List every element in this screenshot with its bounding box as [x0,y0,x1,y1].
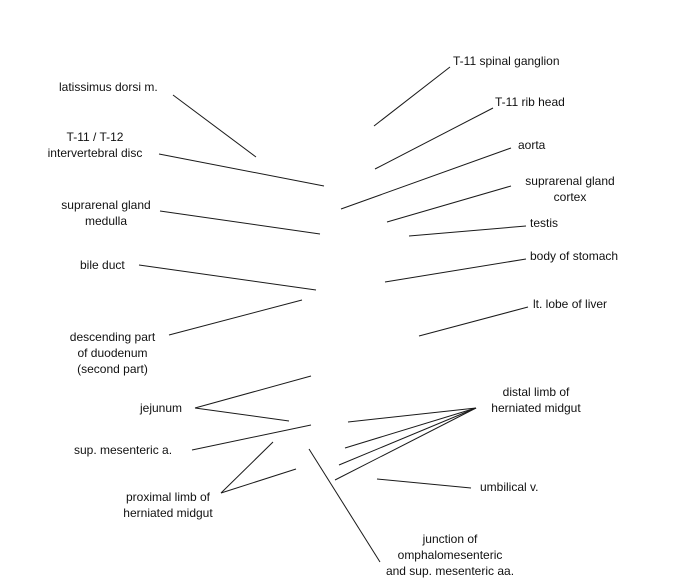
leader-distal-limb-3 [338,407,477,466]
label-t11-rib-head: T-11 rib head [495,95,565,109]
label-umbilical-v: umbilical v. [480,480,539,494]
leader-distal-limb-2 [344,407,477,449]
label-aorta: aorta [518,138,546,152]
leader-aorta [340,147,512,210]
label-t11-spinal-ganglion: T-11 spinal ganglion [453,54,560,68]
label-proximal-limb: proximal limb of herniated midgut [123,490,213,520]
label-latissimus-dorsi: latissimus dorsi m. [59,80,158,94]
leader-sup-mesenteric-a [191,424,312,451]
leader-jejunum-2 [194,407,290,422]
leader-distal-limb-1 [347,407,477,423]
label-junction: junction of omphalomesenteric and sup. m… [385,532,515,578]
leader-jejunum-1 [194,375,312,409]
leader-distal-limb-4 [334,407,477,481]
leader-bile-duct [138,264,317,291]
leader-intervertebral-disc [158,153,325,187]
leader-t11-rib-head [374,107,494,170]
label-suprarenal-cortex: suprarenal gland cortex [525,174,615,204]
leader-t11-spinal-ganglion [373,66,451,127]
leader-suprarenal-medulla [159,210,321,235]
label-intervertebral-disc: T-11 / T-12 intervertebral disc [47,130,143,160]
leader-suprarenal-cortex [386,185,512,223]
label-distal-limb: distal limb of herniated midgut [491,385,581,415]
label-bile-duct: bile duct [80,258,125,272]
leader-testis [408,225,527,237]
leader-body-of-stomach [384,258,527,283]
label-suprarenal-medulla: suprarenal gland medulla [61,198,151,228]
leader-proximal-limb-1 [220,441,274,494]
label-body-of-stomach: body of stomach [530,249,619,263]
leader-junction [308,448,381,563]
label-sup-mesenteric-a: sup. mesenteric a. [74,443,173,457]
label-duodenum: descending part of duodenum (second part… [69,330,156,376]
leader-duodenum [168,299,303,336]
label-jejunum: jejunum [140,401,183,415]
leader-latissimus-dorsi [172,94,257,158]
label-testis: testis [530,216,559,230]
label-lt-lobe-liver: lt. lobe of liver [533,297,608,311]
leader-lt-lobe-liver [418,306,529,337]
leader-umbilical-v [376,478,472,489]
leader-proximal-limb-2 [220,468,297,494]
